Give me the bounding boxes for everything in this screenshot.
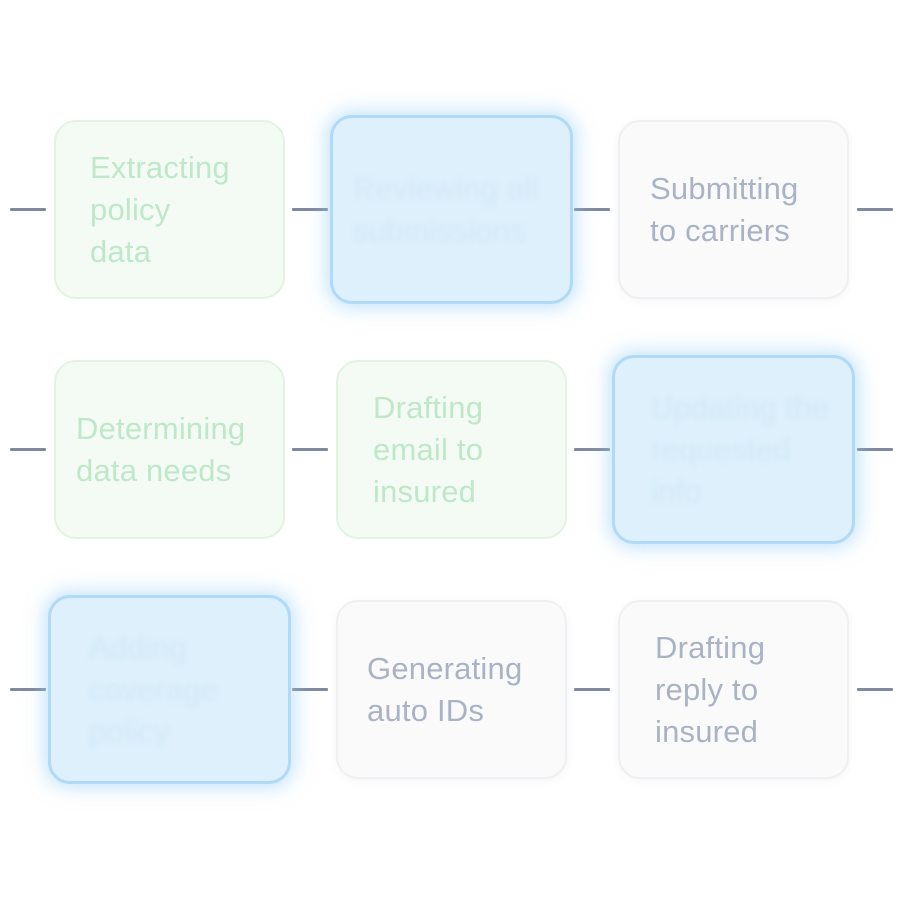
step-card-generating-auto-ids: Generating auto IDs <box>336 600 567 779</box>
connector-line <box>857 208 893 211</box>
connector-line <box>857 688 893 691</box>
connector-line <box>574 448 610 451</box>
step-label: Submitting to carriers <box>650 170 799 248</box>
step-card-determining-data-needs: Determining data needs <box>54 360 285 539</box>
connector-line <box>292 688 328 691</box>
connector-line <box>10 448 46 451</box>
step-label: Generating auto IDs <box>367 650 523 728</box>
connector-line <box>574 688 610 691</box>
step-card-drafting-reply-to-insured: Drafting reply to insured <box>618 600 849 779</box>
step-label: Extracting policy data <box>90 149 230 269</box>
connector-line <box>10 688 46 691</box>
connector-line <box>10 208 46 211</box>
step-card-adding-coverage-policy: Adding coverage policy <box>48 595 291 784</box>
step-card-drafting-email-to-insured: Drafting email to insured <box>336 360 567 539</box>
connector-line <box>292 448 328 451</box>
step-label: Adding coverage policy <box>89 629 219 749</box>
step-label: Determining data needs <box>76 410 246 488</box>
step-card-updating-requested-info: Updating the requested info <box>612 355 855 544</box>
step-card-submitting-to-carriers: Submitting to carriers <box>618 120 849 299</box>
connector-line <box>574 208 610 211</box>
connector-line <box>292 208 328 211</box>
step-label: Drafting reply to insured <box>655 629 766 749</box>
connector-line <box>857 448 893 451</box>
step-label: Reviewing all submissions <box>353 170 539 248</box>
step-label: Drafting email to insured <box>373 389 484 509</box>
step-label: Updating the requested info <box>651 389 830 509</box>
step-card-extracting-policy-data: Extracting policy data <box>54 120 285 299</box>
step-card-reviewing-submissions: Reviewing all submissions <box>330 115 573 304</box>
